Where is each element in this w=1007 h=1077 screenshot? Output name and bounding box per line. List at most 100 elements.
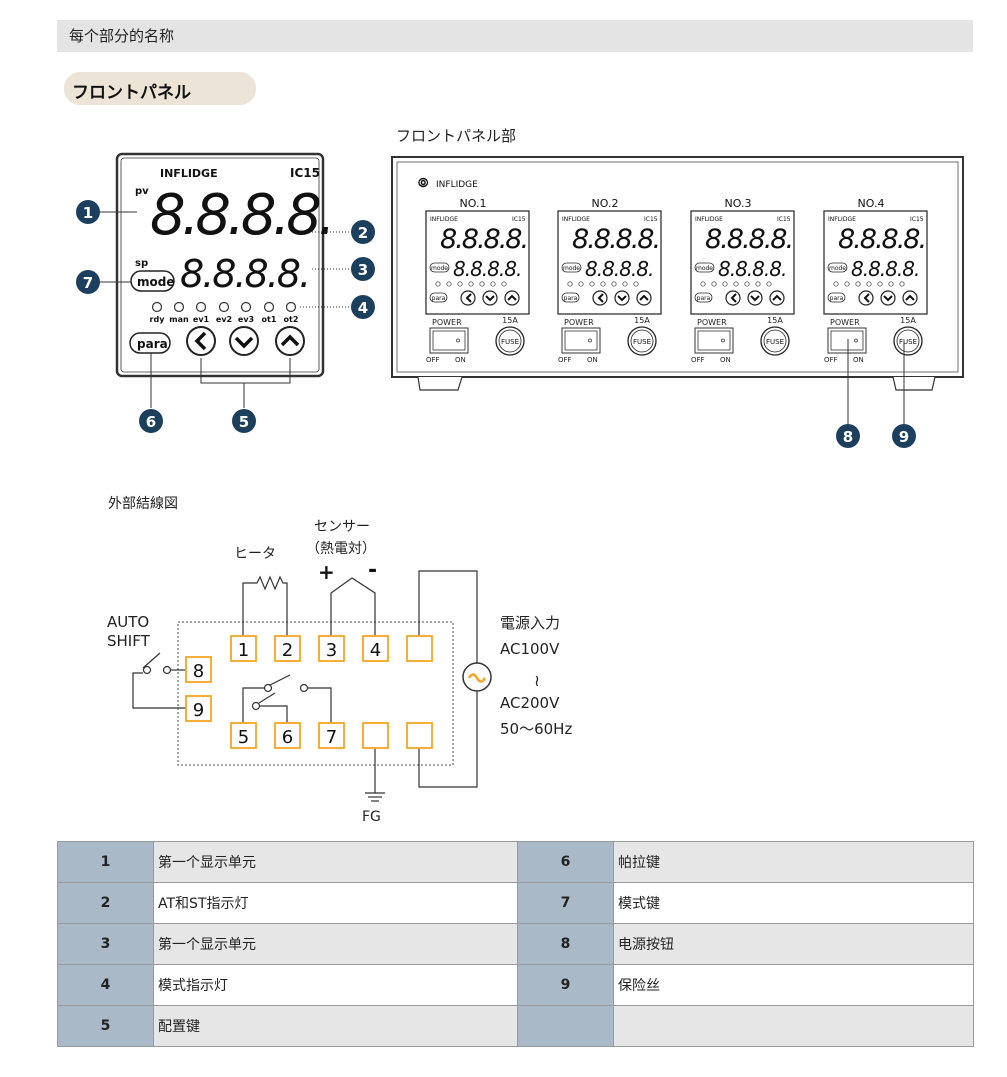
lamp-label: ev1 [193, 315, 210, 324]
fuse-label: FUSE [633, 338, 651, 346]
part-number-cell: 2 [57, 882, 154, 924]
fuse-holder[interactable] [893, 326, 923, 356]
mini-mode-button[interactable] [561, 262, 582, 273]
svg-text:6: 6 [282, 727, 293, 748]
chevron-down-icon [617, 295, 627, 302]
heater-resistor [242, 575, 288, 636]
mini-arrow-button[interactable] [460, 290, 476, 306]
up-arrow-button[interactable] [275, 326, 305, 356]
part-name-cell: 模式指示灯 [153, 964, 518, 1006]
para-button-label: para [137, 337, 168, 351]
power-label: POWER [432, 318, 462, 327]
controller-brand: INFLIDGE [160, 167, 218, 180]
power-switch[interactable] [827, 327, 867, 354]
mini-para-button[interactable] [827, 292, 846, 303]
mini-arrow-button[interactable] [482, 290, 498, 306]
thermocouple [330, 577, 376, 636]
mini-arrow-button[interactable] [769, 290, 785, 306]
mini-mode-label: mode [696, 265, 713, 272]
power-switch[interactable] [561, 327, 601, 354]
fuse-holder[interactable] [495, 326, 525, 356]
mini-sp-display: 8.8.8.8. [851, 257, 919, 281]
lamp-label: ot2 [284, 315, 299, 324]
mini-arrow-button[interactable] [747, 290, 763, 306]
mini-mode-button[interactable] [429, 262, 450, 273]
mini-mode-button[interactable] [694, 262, 715, 273]
power-label: POWER [697, 318, 727, 327]
wiring-title: 外部結線図 [108, 496, 178, 512]
mini-arrow-button[interactable] [636, 290, 652, 306]
power-switch[interactable] [694, 327, 734, 354]
auto-label: AUTO [107, 613, 149, 631]
mini-mode-label: mode [829, 265, 846, 272]
on-label: ON [720, 356, 731, 364]
terminal-3: 3 [318, 635, 345, 662]
svg-text:1: 1 [83, 204, 93, 222]
mode-button-label: mode [137, 275, 174, 289]
lamp-6: ot2 [284, 301, 299, 324]
mini-arrow-button[interactable] [614, 290, 630, 306]
rack-logo-icon: ⦾ [418, 176, 429, 191]
mini-para-button[interactable] [561, 292, 580, 303]
terminal-fg [362, 722, 389, 749]
power-switch[interactable] [429, 327, 469, 354]
mini-arrow-button[interactable] [902, 290, 918, 306]
chevron-up-icon [905, 294, 915, 301]
fg-label: FG [362, 809, 381, 825]
lamp-label: rdy [150, 315, 166, 324]
unit-number: NO.1 [460, 197, 487, 210]
mini-para-button[interactable] [694, 292, 713, 303]
power-input-label: 電源入力 [500, 614, 560, 632]
callout-3: 3 [351, 257, 375, 281]
terminal-9: 9 [185, 695, 212, 722]
para-button[interactable] [129, 332, 171, 354]
callout-5: 5 [232, 409, 256, 433]
svg-text:2: 2 [282, 640, 293, 661]
mini-arrow-button[interactable] [592, 290, 608, 306]
svg-text:9: 9 [193, 700, 204, 721]
fuse-holder[interactable] [760, 326, 790, 356]
mini-arrow-button[interactable] [504, 290, 520, 306]
mini-mode-button[interactable] [827, 262, 848, 273]
terminal-power-top [406, 635, 433, 662]
mini-para-button[interactable] [429, 292, 448, 303]
fuse-holder[interactable] [627, 326, 657, 356]
mini-arrow-button[interactable] [725, 290, 741, 306]
power-label: POWER [830, 318, 860, 327]
mini-arrow-button[interactable] [880, 290, 896, 306]
part-number-cell: 3 [57, 923, 154, 965]
mini-model: IC15 [910, 216, 924, 223]
down-arrow-button[interactable] [229, 326, 259, 356]
part-number-cell: 7 [517, 882, 614, 924]
mini-sp-display: 8.8.8.8. [453, 257, 521, 281]
left-arrow-button[interactable] [186, 326, 216, 356]
plus-sign: + [318, 560, 335, 584]
range-tilde: ≀ [534, 671, 540, 690]
fuse-rating: 15A [767, 316, 783, 325]
mini-brand: INFLIDGE [430, 216, 458, 223]
section-title: 每个部分的名称 [69, 27, 175, 45]
svg-text:1: 1 [238, 640, 249, 661]
svg-text:8: 8 [843, 428, 853, 446]
off-label: OFF [691, 356, 705, 364]
sp-display: 8.8.8.8. [180, 252, 309, 296]
svg-text:7: 7 [326, 727, 337, 748]
off-label: OFF [426, 356, 440, 364]
terminal-1: 1 [230, 635, 257, 662]
fuse-label: FUSE [766, 338, 784, 346]
callout-7: 7 [76, 270, 100, 294]
mode-button[interactable] [130, 270, 175, 292]
mini-para-label: para [432, 295, 446, 302]
power-label: POWER [564, 318, 594, 327]
ac200-label: AC200V [500, 694, 560, 712]
terminal-5: 5 [230, 722, 257, 749]
chevron-up-icon [507, 294, 517, 301]
lamp-label: ot1 [262, 315, 277, 324]
lamp-1: man [169, 301, 189, 324]
mini-arrow-button[interactable] [858, 290, 874, 306]
part-number-cell: 8 [517, 923, 614, 965]
